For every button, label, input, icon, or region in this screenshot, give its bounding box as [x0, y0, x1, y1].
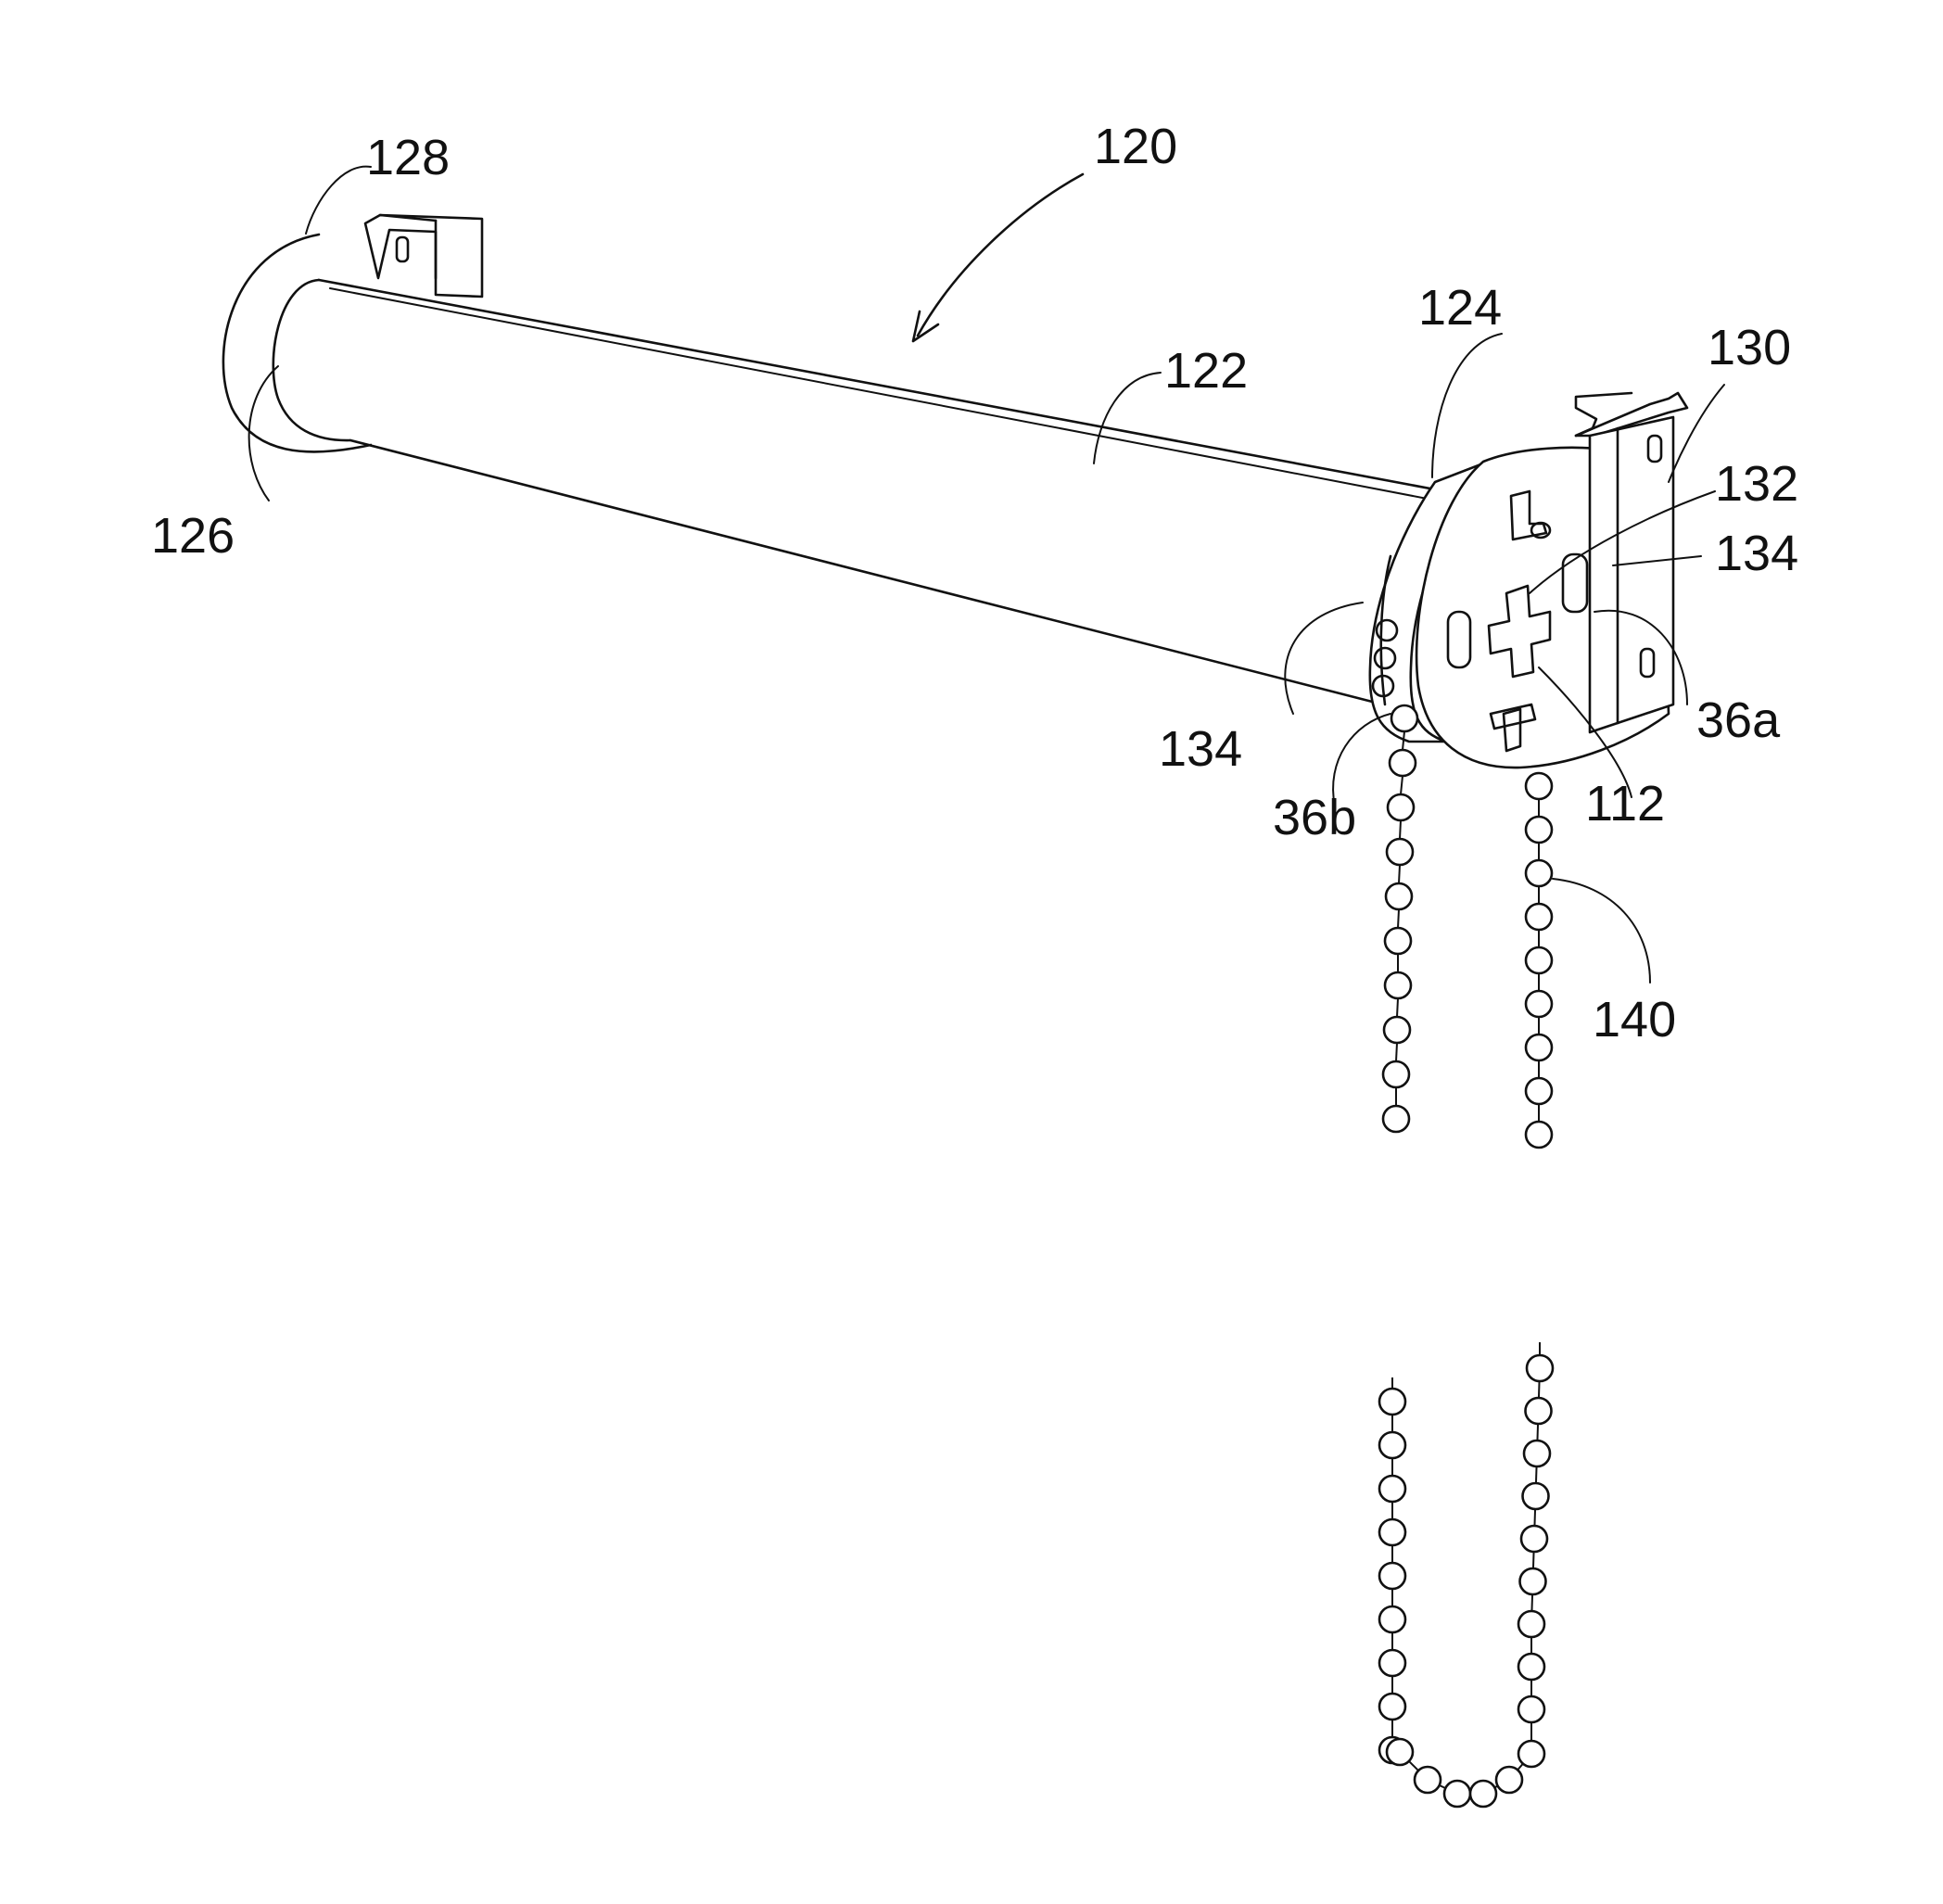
chain-link — [1399, 865, 1400, 883]
chain-bead — [1387, 839, 1413, 865]
chain-bead — [1387, 1739, 1413, 1765]
chain-bead — [1379, 1389, 1405, 1415]
left-mounting-bracket — [365, 215, 482, 297]
label-124: 124 — [1418, 280, 1502, 336]
chain-bead — [1415, 1767, 1441, 1793]
chain-bead — [1379, 1563, 1405, 1589]
bead-chain-right-strand — [1526, 773, 1552, 1148]
label-120: 120 — [1094, 119, 1177, 174]
roller-tube — [223, 235, 1437, 704]
chain-bead — [1383, 1061, 1409, 1087]
label-140: 140 — [1593, 992, 1676, 1047]
label-134-left: 134 — [1159, 721, 1242, 777]
chain-bead — [1526, 904, 1552, 930]
chain-bead — [1518, 1741, 1544, 1767]
chain-bead — [1383, 1106, 1409, 1132]
chain-bead — [1526, 1122, 1552, 1148]
bead-chain-lower-loop — [1379, 1342, 1553, 1807]
chain-bead — [1379, 1432, 1405, 1458]
chain-bead — [1526, 991, 1552, 1017]
right-end-assembly — [1370, 393, 1687, 768]
chain-link — [1396, 1043, 1397, 1061]
label-36a: 36a — [1696, 692, 1781, 748]
label-122: 122 — [1164, 343, 1248, 399]
chain-bead — [1384, 1017, 1410, 1043]
label-112: 112 — [1585, 776, 1665, 831]
label-132: 132 — [1715, 456, 1798, 512]
chain-bead — [1524, 1441, 1550, 1466]
chain-bead — [1386, 883, 1412, 909]
chain-bead — [1496, 1767, 1522, 1793]
chain-bead — [1518, 1696, 1544, 1722]
chain-bead — [1523, 1483, 1549, 1509]
chain-bead — [1518, 1654, 1544, 1680]
chain-bead — [1388, 794, 1414, 820]
label-126: 126 — [151, 508, 235, 564]
chain-bead — [1379, 1694, 1405, 1720]
chain-link — [1401, 776, 1403, 794]
chain-bead — [1385, 972, 1411, 998]
label-36b: 36b — [1273, 790, 1356, 845]
label-128: 128 — [366, 130, 450, 185]
chain-bead — [1526, 1078, 1552, 1104]
chain-bead — [1520, 1568, 1546, 1594]
chain-bead — [1521, 1526, 1547, 1552]
chain-bead — [1526, 773, 1552, 799]
bead-chain-left-strand — [1383, 705, 1417, 1132]
chain-bead — [1527, 1355, 1553, 1381]
chain-bead — [1385, 928, 1411, 954]
chain-bead — [1379, 1650, 1405, 1676]
chain-bead — [1379, 1519, 1405, 1545]
chain-bead — [1518, 1611, 1544, 1637]
chain-bead — [1379, 1476, 1405, 1502]
chain-bead — [1470, 1781, 1496, 1807]
chain-bead — [1526, 860, 1552, 886]
chain-link — [1397, 998, 1398, 1017]
chain-bead — [1526, 1035, 1552, 1060]
chain-bead — [1526, 1398, 1552, 1424]
chain-bead — [1444, 1781, 1470, 1807]
label-134-right: 134 — [1715, 526, 1798, 581]
chain-bead — [1379, 1606, 1405, 1632]
chain-bead — [1526, 947, 1552, 973]
chain-link — [1400, 820, 1401, 839]
label-130: 130 — [1708, 320, 1791, 375]
chain-bead — [1390, 750, 1416, 776]
chain-bead — [1391, 705, 1417, 731]
chain-bead — [1526, 817, 1552, 843]
chain-link — [1398, 909, 1399, 928]
assembly-arrow — [913, 174, 1083, 341]
